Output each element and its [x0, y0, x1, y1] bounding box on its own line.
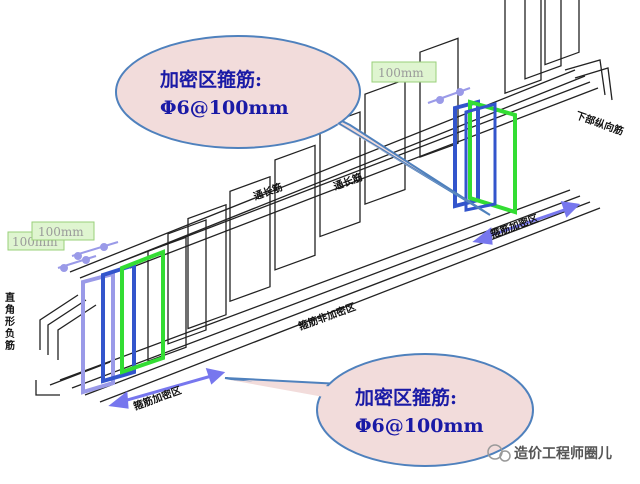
highlight-stirrups-right: [453, 99, 517, 215]
label-dense-zone-right: 箍筋加密区: [489, 212, 540, 241]
svg-text:100mm: 100mm: [38, 225, 84, 239]
dimension-label-right: 100mm: [371, 61, 437, 83]
dimension-marks: [57, 87, 471, 272]
svg-text:加密区箍筋:: 加密区箍筋:: [159, 68, 262, 91]
svg-text:Φ6@100mm: Φ6@100mm: [160, 97, 289, 119]
label-straight-bar: 直角形负筋: [3, 291, 16, 352]
highlight-stirrups-left: [81, 249, 165, 395]
callout-top: 加密区箍筋: Φ6@100mm: [115, 35, 491, 216]
label-bottom-longitudinal: 下部纵向筋: [574, 109, 625, 138]
callout-bottom: 加密区箍筋: Φ6@100mm: [224, 353, 534, 467]
label-through-bar-1: 通长筋: [252, 180, 285, 202]
watermark-text: 造价工程师圈儿: [514, 445, 612, 462]
dimension-label-left-upper: 100mm: [31, 221, 95, 241]
label-non-dense-zone: 箍筋非加密区: [297, 300, 358, 333]
rebar-cage: [35, 0, 613, 403]
svg-text:加密区箍筋:: 加密区箍筋:: [354, 386, 457, 409]
svg-text:100mm: 100mm: [378, 66, 424, 80]
label-through-bar-2: 通长筋: [332, 170, 365, 192]
watermark: 造价工程师圈儿: [487, 444, 612, 462]
zone-arrows: [108, 201, 581, 409]
label-dense-zone-left: 箍筋加密区: [132, 384, 183, 413]
svg-text:Φ6@100mm: Φ6@100mm: [355, 415, 484, 437]
